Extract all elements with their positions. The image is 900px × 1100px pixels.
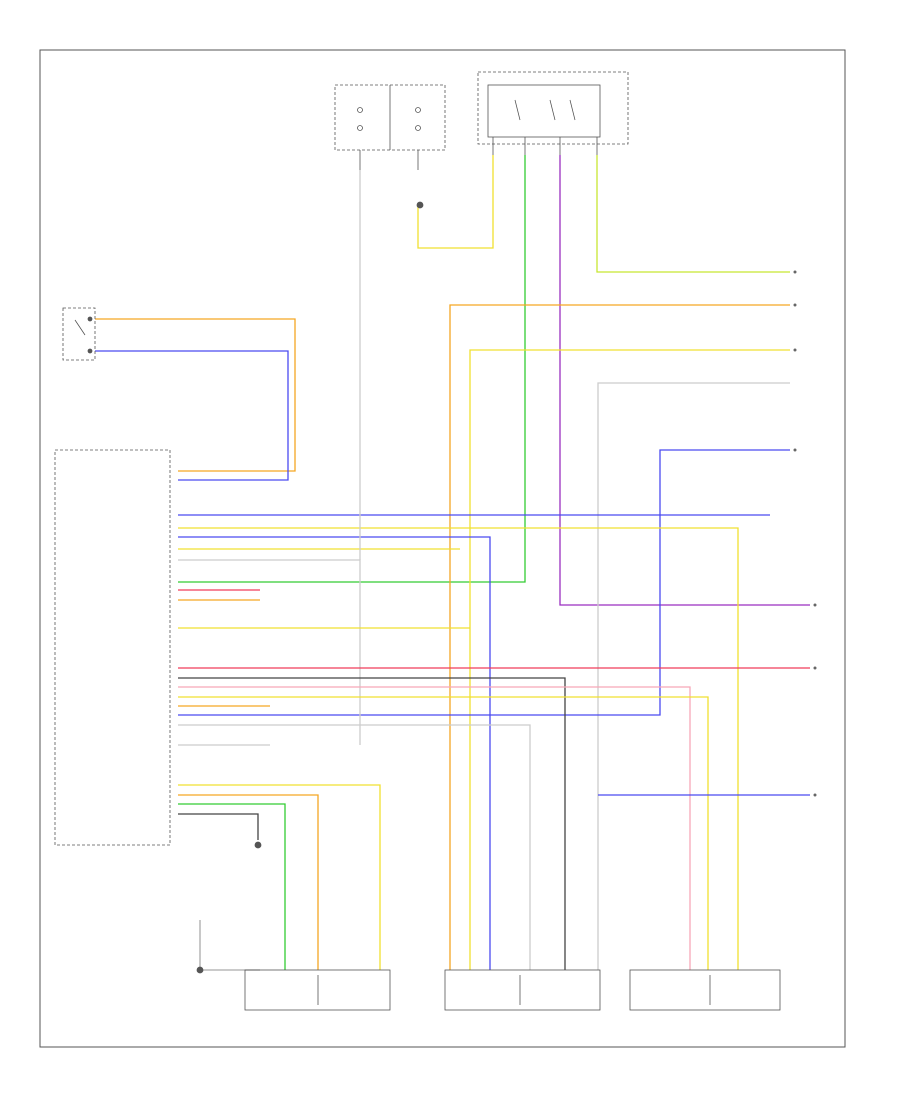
wire-group <box>95 155 810 971</box>
wire-yellow-switch <box>417 155 494 249</box>
wire-green-switch <box>596 155 790 273</box>
diagram-border <box>39 49 846 1048</box>
wire-grey-long <box>597 382 790 970</box>
wire-green-b3 <box>178 803 286 970</box>
actuator-center <box>444 969 601 1011</box>
wire-yellow-b1 <box>178 784 381 970</box>
wire-blue-left <box>95 350 289 481</box>
wire-red-switch <box>178 155 526 583</box>
wire-blue-right <box>178 449 790 716</box>
connector-markers <box>793 270 817 797</box>
wire-grey-m5 <box>178 559 361 745</box>
wire-yellow-long <box>469 349 790 970</box>
wire-dark-b4 <box>178 813 259 840</box>
fuse-box <box>334 84 446 170</box>
wire-dark-m10 <box>178 677 566 970</box>
switch-box <box>477 71 629 155</box>
control-module <box>54 449 171 846</box>
wire-orange-left <box>95 318 296 472</box>
ground-symbols <box>196 201 424 974</box>
pressure-switch <box>62 307 96 361</box>
actuator-right <box>629 969 781 1011</box>
wire-blue-m3 <box>178 536 491 970</box>
wire-grey-b6 <box>199 920 260 971</box>
actuator-left <box>244 969 391 1011</box>
wire-pink-m11 <box>178 686 691 970</box>
wire-yellow-m12 <box>178 696 709 970</box>
wire-yellow-m2 <box>178 527 739 970</box>
wire-grey-m14 <box>178 724 531 970</box>
wire-orange-b2 <box>178 794 319 970</box>
wire-orange-long <box>449 304 790 970</box>
